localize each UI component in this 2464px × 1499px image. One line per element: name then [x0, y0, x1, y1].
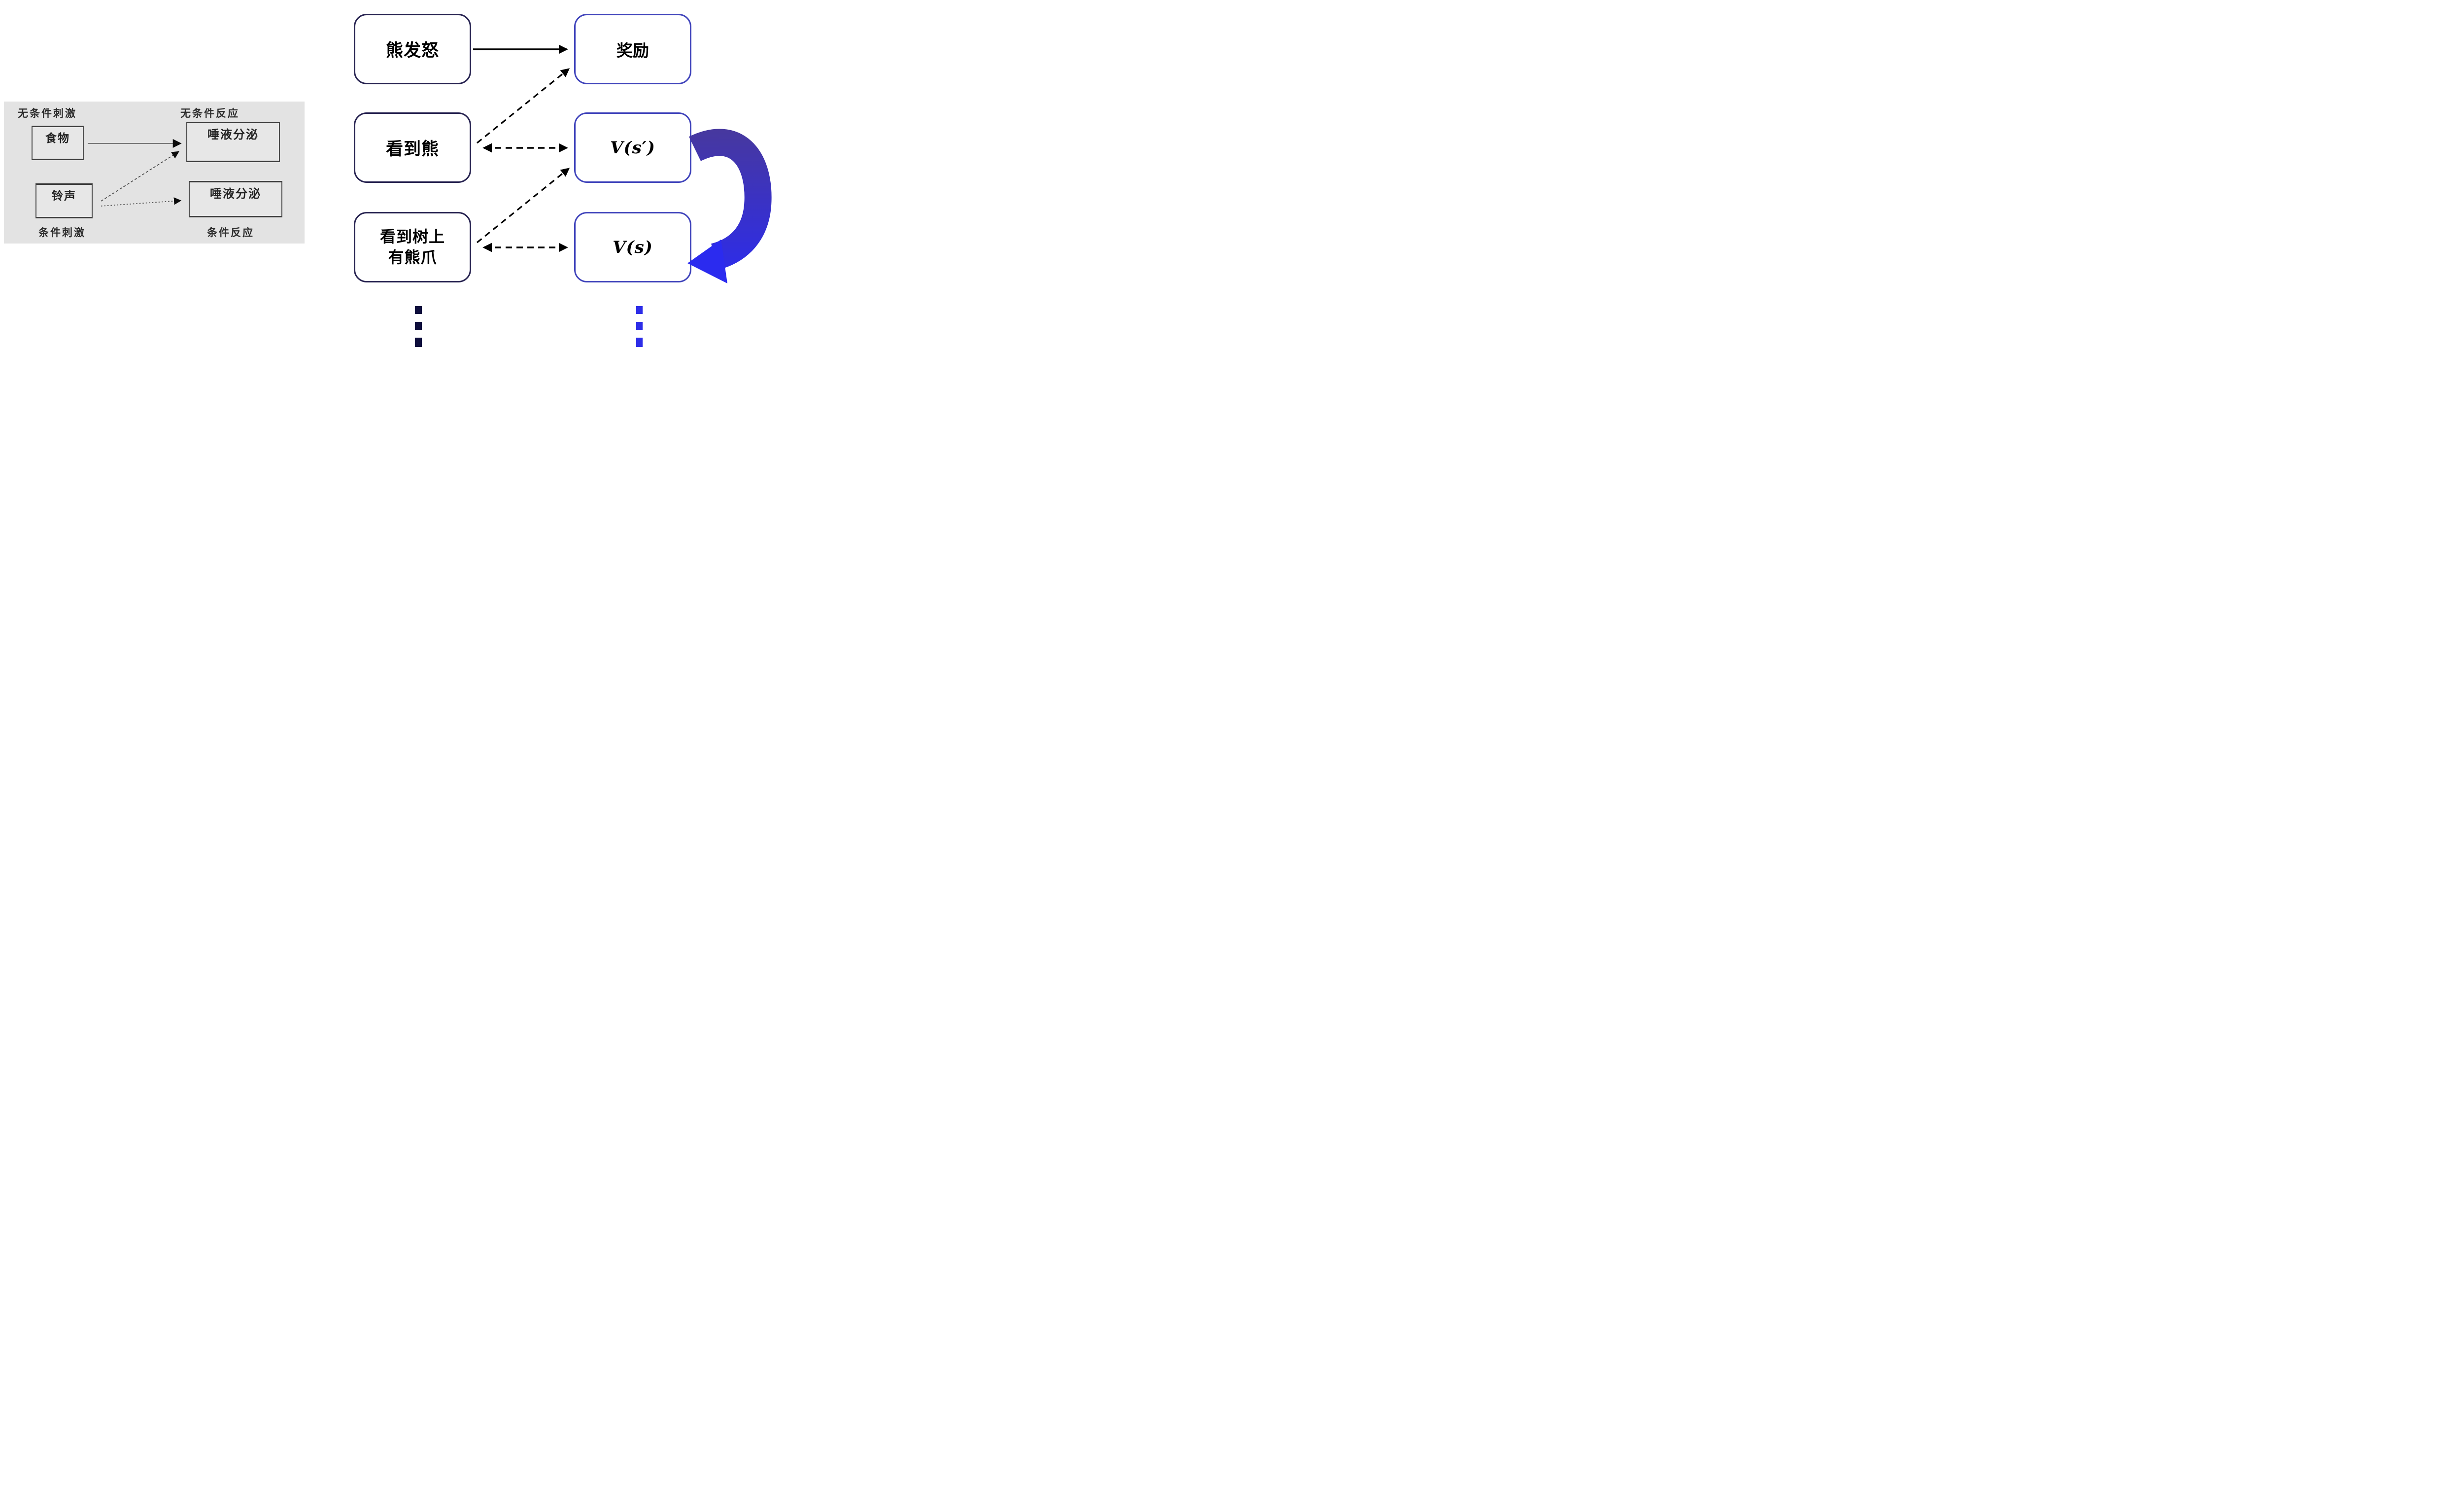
ellipsis-right-dot [636, 322, 643, 330]
box-see-claw-label-line2: 有熊爪 [388, 247, 437, 267]
arrow-see-bear-to-reward-diagonal [476, 68, 570, 144]
box-bear-angry: 熊发怒 [354, 14, 471, 84]
box-bell: 铃声 [35, 183, 93, 218]
box-salivation-bottom-label: 唾液分泌 [210, 187, 261, 201]
box-bell-label-text: 铃声 [52, 189, 76, 202]
ellipsis-left-dot [415, 306, 422, 314]
box-bear-angry-label: 熊发怒 [385, 40, 439, 61]
ellipsis-right [636, 306, 643, 347]
label-unconditioned-stimulus: 无条件刺激 [18, 108, 77, 119]
loop-arrow-ribbon [688, 129, 772, 270]
ellipsis-left [415, 306, 422, 347]
box-value-state: V(s) [574, 212, 691, 282]
ellipsis-left-dot [415, 338, 422, 347]
box-salivation-top-label: 唾液分泌 [207, 128, 259, 141]
loop-arrow [687, 129, 772, 283]
arrow-see-claw-to-value-next-diagonal [476, 168, 570, 244]
ellipsis-right-dot [636, 306, 643, 314]
box-salivation-bottom: 唾液分泌 [189, 181, 282, 217]
label-conditioned-stimulus: 条件刺激 [38, 227, 86, 239]
box-value-next-state: V(s′) [574, 112, 691, 183]
loop-arrow-head [687, 240, 727, 283]
box-salivation-top: 唾液分泌 [186, 122, 280, 162]
box-reward: 奖励 [574, 14, 691, 84]
label-conditioned-response: 条件反应 [207, 227, 254, 239]
ellipsis-right-dot [636, 338, 643, 347]
box-see-bear: 看到熊 [354, 112, 471, 183]
ellipsis-left-dot [415, 322, 422, 330]
box-food-label: 食物 [45, 132, 70, 144]
box-value-next-state-label: V(s′) [610, 138, 655, 158]
diagram-canvas: 无条件刺激 无条件反应 条件刺激 条件反应 食物 唾液分泌 铃声 唾液分泌 熊发… [0, 0, 773, 350]
box-value-state-label: V(s) [613, 237, 653, 257]
box-see-claw: 看到树上 有熊爪 [354, 212, 471, 282]
box-reward-label: 奖励 [616, 40, 649, 60]
box-see-claw-label-line1: 看到树上 [379, 227, 445, 246]
label-unconditioned-response: 无条件反应 [180, 108, 240, 119]
box-see-bear-label: 看到熊 [385, 139, 439, 159]
box-food: 食物 [32, 126, 84, 160]
